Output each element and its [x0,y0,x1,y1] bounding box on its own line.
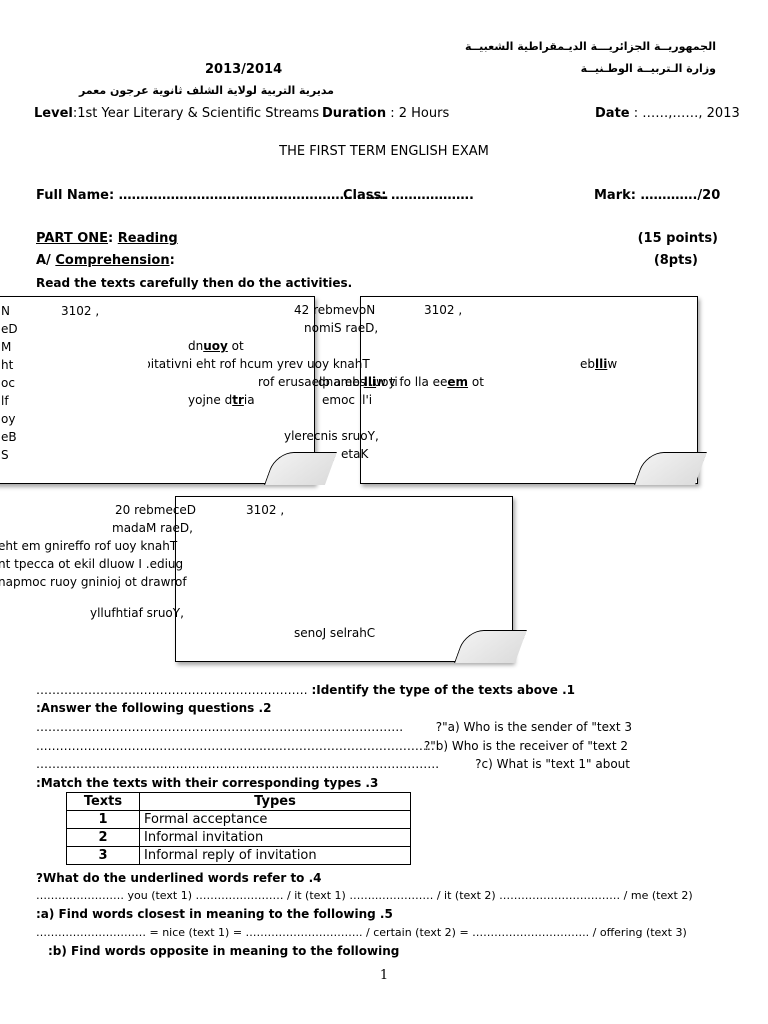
text-2-line: yojne dtria [188,393,255,407]
part-one-heading: PART ONE: Reading [36,231,178,246]
text-1-card: N 3102 , eD M ht oc lf oy eB S [0,296,315,484]
text-1-fragment: N [1,304,10,318]
text-2-date: 42 rebmevoN [294,303,376,317]
exam-title: THE FIRST TERM ENGLISH EXAM [279,144,489,159]
class-field: Class: ………………. [343,188,474,203]
mark-field: Mark: …………./20 [594,188,721,203]
ministry-heading: وزارة الـتربيــة الوطـنيــة [580,62,716,75]
text-1-fragment: oy [1,412,16,426]
school-year: 2013/2014 [205,62,283,77]
text-1-fragment: M [1,340,12,354]
section-a-prefix: A/ [36,253,56,268]
part-one-points: (15 points) [637,231,718,246]
date-label: Date [595,106,630,121]
text-2-card: 42 rebmevoN 3102 , nomiS raeD, dnuoy ot … [148,296,696,482]
texts-column-header: Texts [66,792,140,811]
level-value: :1st Year Literary & Scientific Streams [72,106,320,121]
text-1-fragment: ht [1,358,14,372]
q5b-text: :b) Find words opposite in meaning to th… [48,944,400,958]
text-1-fragment: eD [1,322,18,336]
matching-table: Texts Types 1 Formal acceptance 2 Inform… [66,792,411,865]
full-name-field: Full Name: ………………………………………………….…. [36,188,389,203]
q1-line: ……………………..…………………………………… :Identify the t… [36,683,575,697]
level-line: Level:1st Year Literary & Scientific Str… [34,106,319,121]
text-2-closing: ylerecnis sruoY, [284,429,379,443]
text-3-line: nt tpecca ot ekil dluow I .ediug [0,557,184,571]
q2c-dots: …………………………..……………………..……………………………………. [36,757,440,771]
q4-answer-line: …………………… you (text 1) …………………… / it (tex… [36,889,693,902]
text-1-fragment: eB [1,430,17,444]
q2-text: :Answer the following questions .2 [36,701,272,715]
duration-label: Duration [322,106,387,121]
page-number: 1 [379,968,389,983]
q2b-question: ?"b) Who is the receiver of "text 2 [423,739,628,753]
q3-text: :Match the texts with their correspondin… [36,776,379,790]
reading-instruction: Read the texts carefully then do the act… [36,276,353,290]
text-1-fragment: S [1,448,9,462]
text-3-line: napmoc ruoy gninioj ot drawrof [0,575,187,589]
text-2-signature: etaK [341,447,369,461]
underlined-word: tr [232,393,244,407]
text-3-signature: senoJ selrahC [294,626,376,640]
level-label: Level [34,106,73,121]
text-2-greeting: nomiS raeD, [304,321,379,335]
date-line: Date : ……,……, 2013 [595,106,740,121]
text-3-frame [175,496,513,662]
table-header-row: Texts Types [66,792,411,811]
republic-heading: الجمهوريــة الجزائريـــة الديـمقراطية ال… [464,40,716,53]
text-1-date: 3102 , [61,304,100,318]
text-3-line: eht em gnireffo rof uoy knahT [0,539,178,553]
text-2-line: rof erusaelp a eb lliw ti [258,375,398,389]
duration-value: : 2 Hours [386,106,450,121]
text-3-date: 20 rebmeceD [115,503,197,517]
part-one-colon: : [108,231,118,246]
comprehension-label: Comprehension [55,253,170,268]
part-one-label: PART ONE [36,231,109,246]
text-2-line: dnuoy ot [188,339,244,353]
comprehension-points: (8pts) [653,253,698,268]
q4-text: ?What do the underlined words refer to .… [36,871,322,885]
duration-line: Duration : 2 Hours [322,106,449,121]
text-3-year: 3102 , [246,503,285,517]
q1-text: :Identify the type of the texts above .1 [311,683,576,697]
text-2-frame [360,296,698,484]
table-row: 3 Informal reply of invitation [66,846,411,865]
text-type: Informal invitation [139,828,411,847]
q2a-question: ?"a) Who is the sender of "text 3 [435,720,632,734]
types-column-header: Types [139,792,411,811]
text-2-year: 3102 , [424,303,463,317]
table-row: 1 Formal acceptance [66,810,411,829]
text-1-fragment: lf [1,394,9,408]
reading-label: Reading [117,231,178,246]
underlined-word: uoy [203,339,228,353]
underlined-word: em [447,375,469,389]
text-3-greeting: madaM raeD, [112,521,193,535]
text-2-line: .noitativni eht rof hcum yrev uoy knahT [148,357,370,371]
q5a-answer-line: ………………………… = nice (text 1) = ………………………….… [36,926,687,939]
text-2-line: dnames .uoy fo lla eeem ot [318,375,484,389]
q5a-text: :a) Find words closest in meaning to the… [36,907,393,921]
text-type: Formal acceptance [139,810,411,829]
comprehension-heading: A/ Comprehension: [36,253,175,268]
text-type: Informal reply of invitation [139,846,411,865]
school-heading: مديرية التربية لولاية الشلف ثانوية عرجون… [78,84,334,97]
underlined-word: lli [595,357,608,371]
text-1-fragment: oc [1,376,15,390]
comprehension-colon: : [169,253,175,268]
text-2-line: emoc ll'i [322,393,373,407]
text-3-card: 20 rebmeceD 3102 , madaM raeD, eht em gn… [0,496,520,660]
text-number: 2 [66,828,140,847]
date-value: : ……,……, 2013 [629,106,740,121]
q2b-dots: ..………………………..……………………..……………………………………. [36,739,435,753]
q2a-dots: …………..…………………………..………………………………………. [36,720,404,734]
text-number: 1 [66,810,140,829]
q1-answer-dots: ……………………..…………………………………… [36,683,312,697]
text-3-closing: yllufhtiaf sruoY, [90,606,184,620]
text-number: 3 [66,846,140,865]
q2c-question: ?c) What is "text 1" about [475,757,630,771]
table-row: 2 Informal invitation [66,828,411,847]
text-2-line: eblliw [580,357,618,371]
